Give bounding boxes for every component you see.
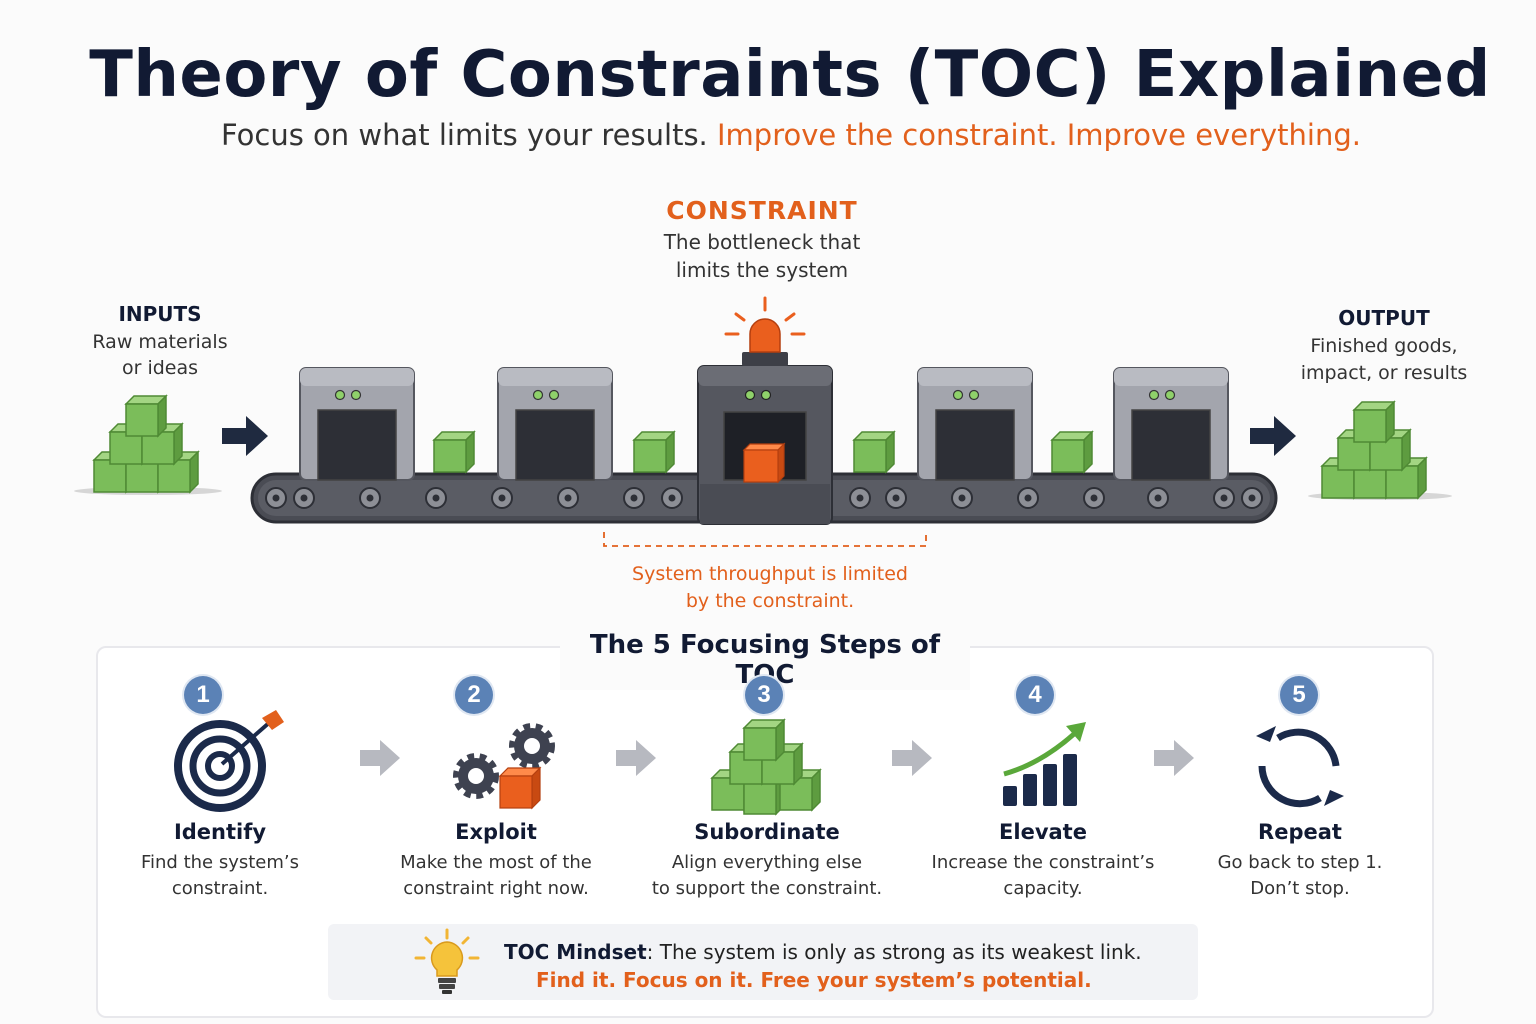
output-line2: impact, or results — [1300, 362, 1468, 384]
machine-4 — [917, 367, 1033, 481]
belt-cube — [853, 431, 895, 473]
step-5-name: Repeat — [1258, 820, 1342, 844]
target-icon — [174, 710, 284, 812]
page-subtitle: Focus on what limits your results. Impro… — [0, 118, 1536, 152]
step-1-desc-line2: constraint. — [171, 878, 269, 899]
step-5-desc-line1: Go back to step 1. — [1217, 852, 1383, 873]
gears-icon — [453, 723, 555, 810]
throughput-bracket — [603, 532, 927, 547]
output-heading: OUTPUT — [1338, 306, 1430, 330]
mindset-text: : The system is only as strong as its we… — [646, 940, 1142, 964]
input-cubes — [74, 395, 222, 495]
constraint-heading: CONSTRAINT — [666, 196, 858, 225]
step-5: Repeat Go back to step 1. Don’t stop. — [1170, 820, 1430, 902]
step-icons — [174, 710, 1344, 815]
machine-1 — [299, 367, 415, 481]
step-3-desc-line1: Align everything else — [671, 852, 863, 873]
constraint-line2: limits the system — [675, 258, 849, 282]
step-4-desc-line1: Increase the constraint’s — [931, 852, 1155, 873]
step-5-number: 5 — [1280, 676, 1318, 714]
step-4-desc-line2: capacity. — [1003, 878, 1083, 899]
step-3-number: 3 — [745, 676, 783, 714]
step-2-name: Exploit — [455, 820, 537, 844]
throughput-note-line1: System throughput is limited — [632, 563, 908, 585]
subtitle-plain: Focus on what limits your results. — [221, 118, 708, 152]
step-arrow-icon — [1154, 740, 1194, 776]
machine-2 — [497, 367, 613, 481]
step-2: Exploit Make the most of the constraint … — [366, 820, 626, 902]
step-arrow-icon — [892, 740, 932, 776]
step-4-number: 4 — [1016, 676, 1054, 714]
cubes-icon — [711, 719, 821, 815]
mindset-line2: Find it. Focus on it. Free your system’s… — [536, 968, 1092, 992]
step-4-name: Elevate — [999, 820, 1087, 844]
output-line1: Finished goods, — [1310, 335, 1458, 357]
belt-cube — [433, 431, 475, 473]
step-arrow-icon — [360, 740, 400, 776]
step-1-number: 1 — [184, 676, 222, 714]
step-3-desc-line2: to support the constraint. — [651, 878, 883, 899]
cycle-icon — [1256, 726, 1344, 808]
input-arrow-icon — [222, 416, 268, 456]
belt-cube — [633, 431, 675, 473]
conveyor-illustration — [74, 296, 1452, 547]
subtitle-highlight: Improve the constraint. Improve everythi… — [717, 118, 1361, 152]
step-5-desc-line2: Don’t stop. — [1250, 878, 1350, 899]
step-3: Subordinate Align everything else to sup… — [627, 820, 907, 902]
step-arrow-icon — [616, 740, 656, 776]
output-cubes — [1308, 401, 1452, 500]
step-2-desc-line2: constraint right now. — [403, 878, 589, 899]
step-1-desc-line1: Find the system’s — [140, 852, 300, 873]
constraint-line1: The bottleneck that — [663, 230, 861, 254]
mindset-box — [328, 924, 1198, 1000]
step-2-desc-line1: Make the most of the — [400, 852, 592, 873]
mindset-line1: TOC Mindset: The system is only as stron… — [504, 940, 1142, 964]
inputs-line2: or ideas — [121, 357, 199, 379]
constraint-machine — [697, 365, 833, 525]
step-1-name: Identify — [173, 820, 267, 844]
output-arrow-icon — [1250, 416, 1296, 456]
step-2-number: 2 — [455, 676, 493, 714]
machine-5 — [1113, 367, 1229, 481]
mindset-label: TOC Mindset — [504, 940, 647, 964]
step-1: Identify Find the system’s constraint. — [90, 820, 350, 902]
step-3-name: Subordinate — [694, 820, 840, 844]
growth-chart-icon — [1003, 722, 1086, 806]
step-4: Elevate Increase the constraint’s capaci… — [913, 820, 1173, 902]
alarm-light-icon — [724, 296, 806, 366]
inputs-heading: INPUTS — [118, 302, 202, 326]
page-title: Theory of Constraints (TOC) Explained — [89, 38, 1491, 112]
lightbulb-icon — [414, 928, 480, 994]
throughput-note-line2: by the constraint. — [685, 590, 855, 612]
belt-cube — [1051, 431, 1093, 473]
inputs-line1: Raw materials — [92, 331, 228, 353]
